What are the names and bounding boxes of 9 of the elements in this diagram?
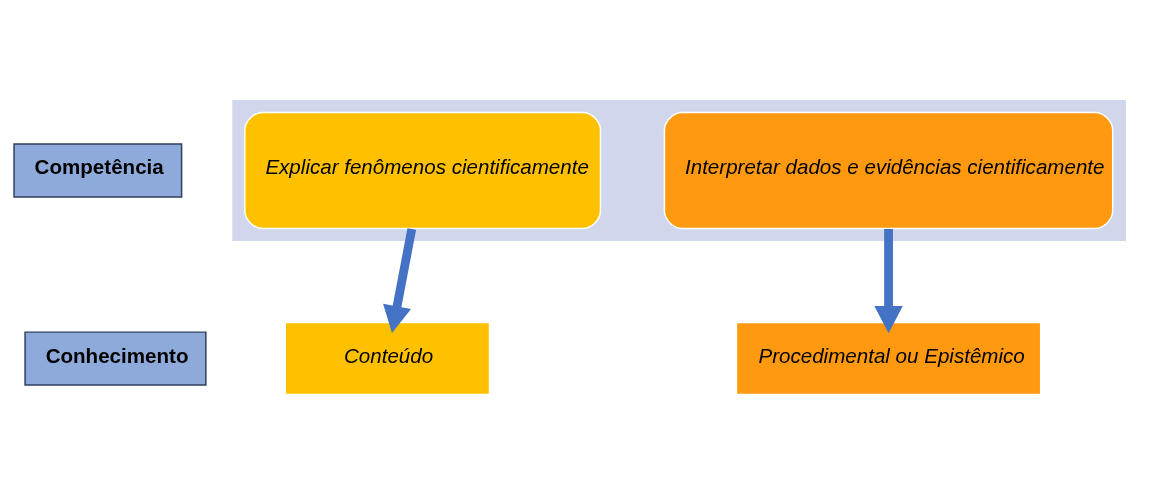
node-box: Conteúdo — [285, 322, 489, 394]
node-box: Interpretar dados e evidências cientificamente — [663, 111, 1114, 229]
node-box: Explicar fenômenos cientificamente — [244, 111, 602, 229]
cluster — [232, 99, 1126, 241]
arrow — [383, 227, 417, 333]
node-box: Competência — [13, 142, 183, 198]
node-box: Procedimental ou Epistêmico — [737, 322, 1040, 394]
arrow — [874, 228, 903, 333]
node-box: Conhecimento — [24, 330, 207, 386]
